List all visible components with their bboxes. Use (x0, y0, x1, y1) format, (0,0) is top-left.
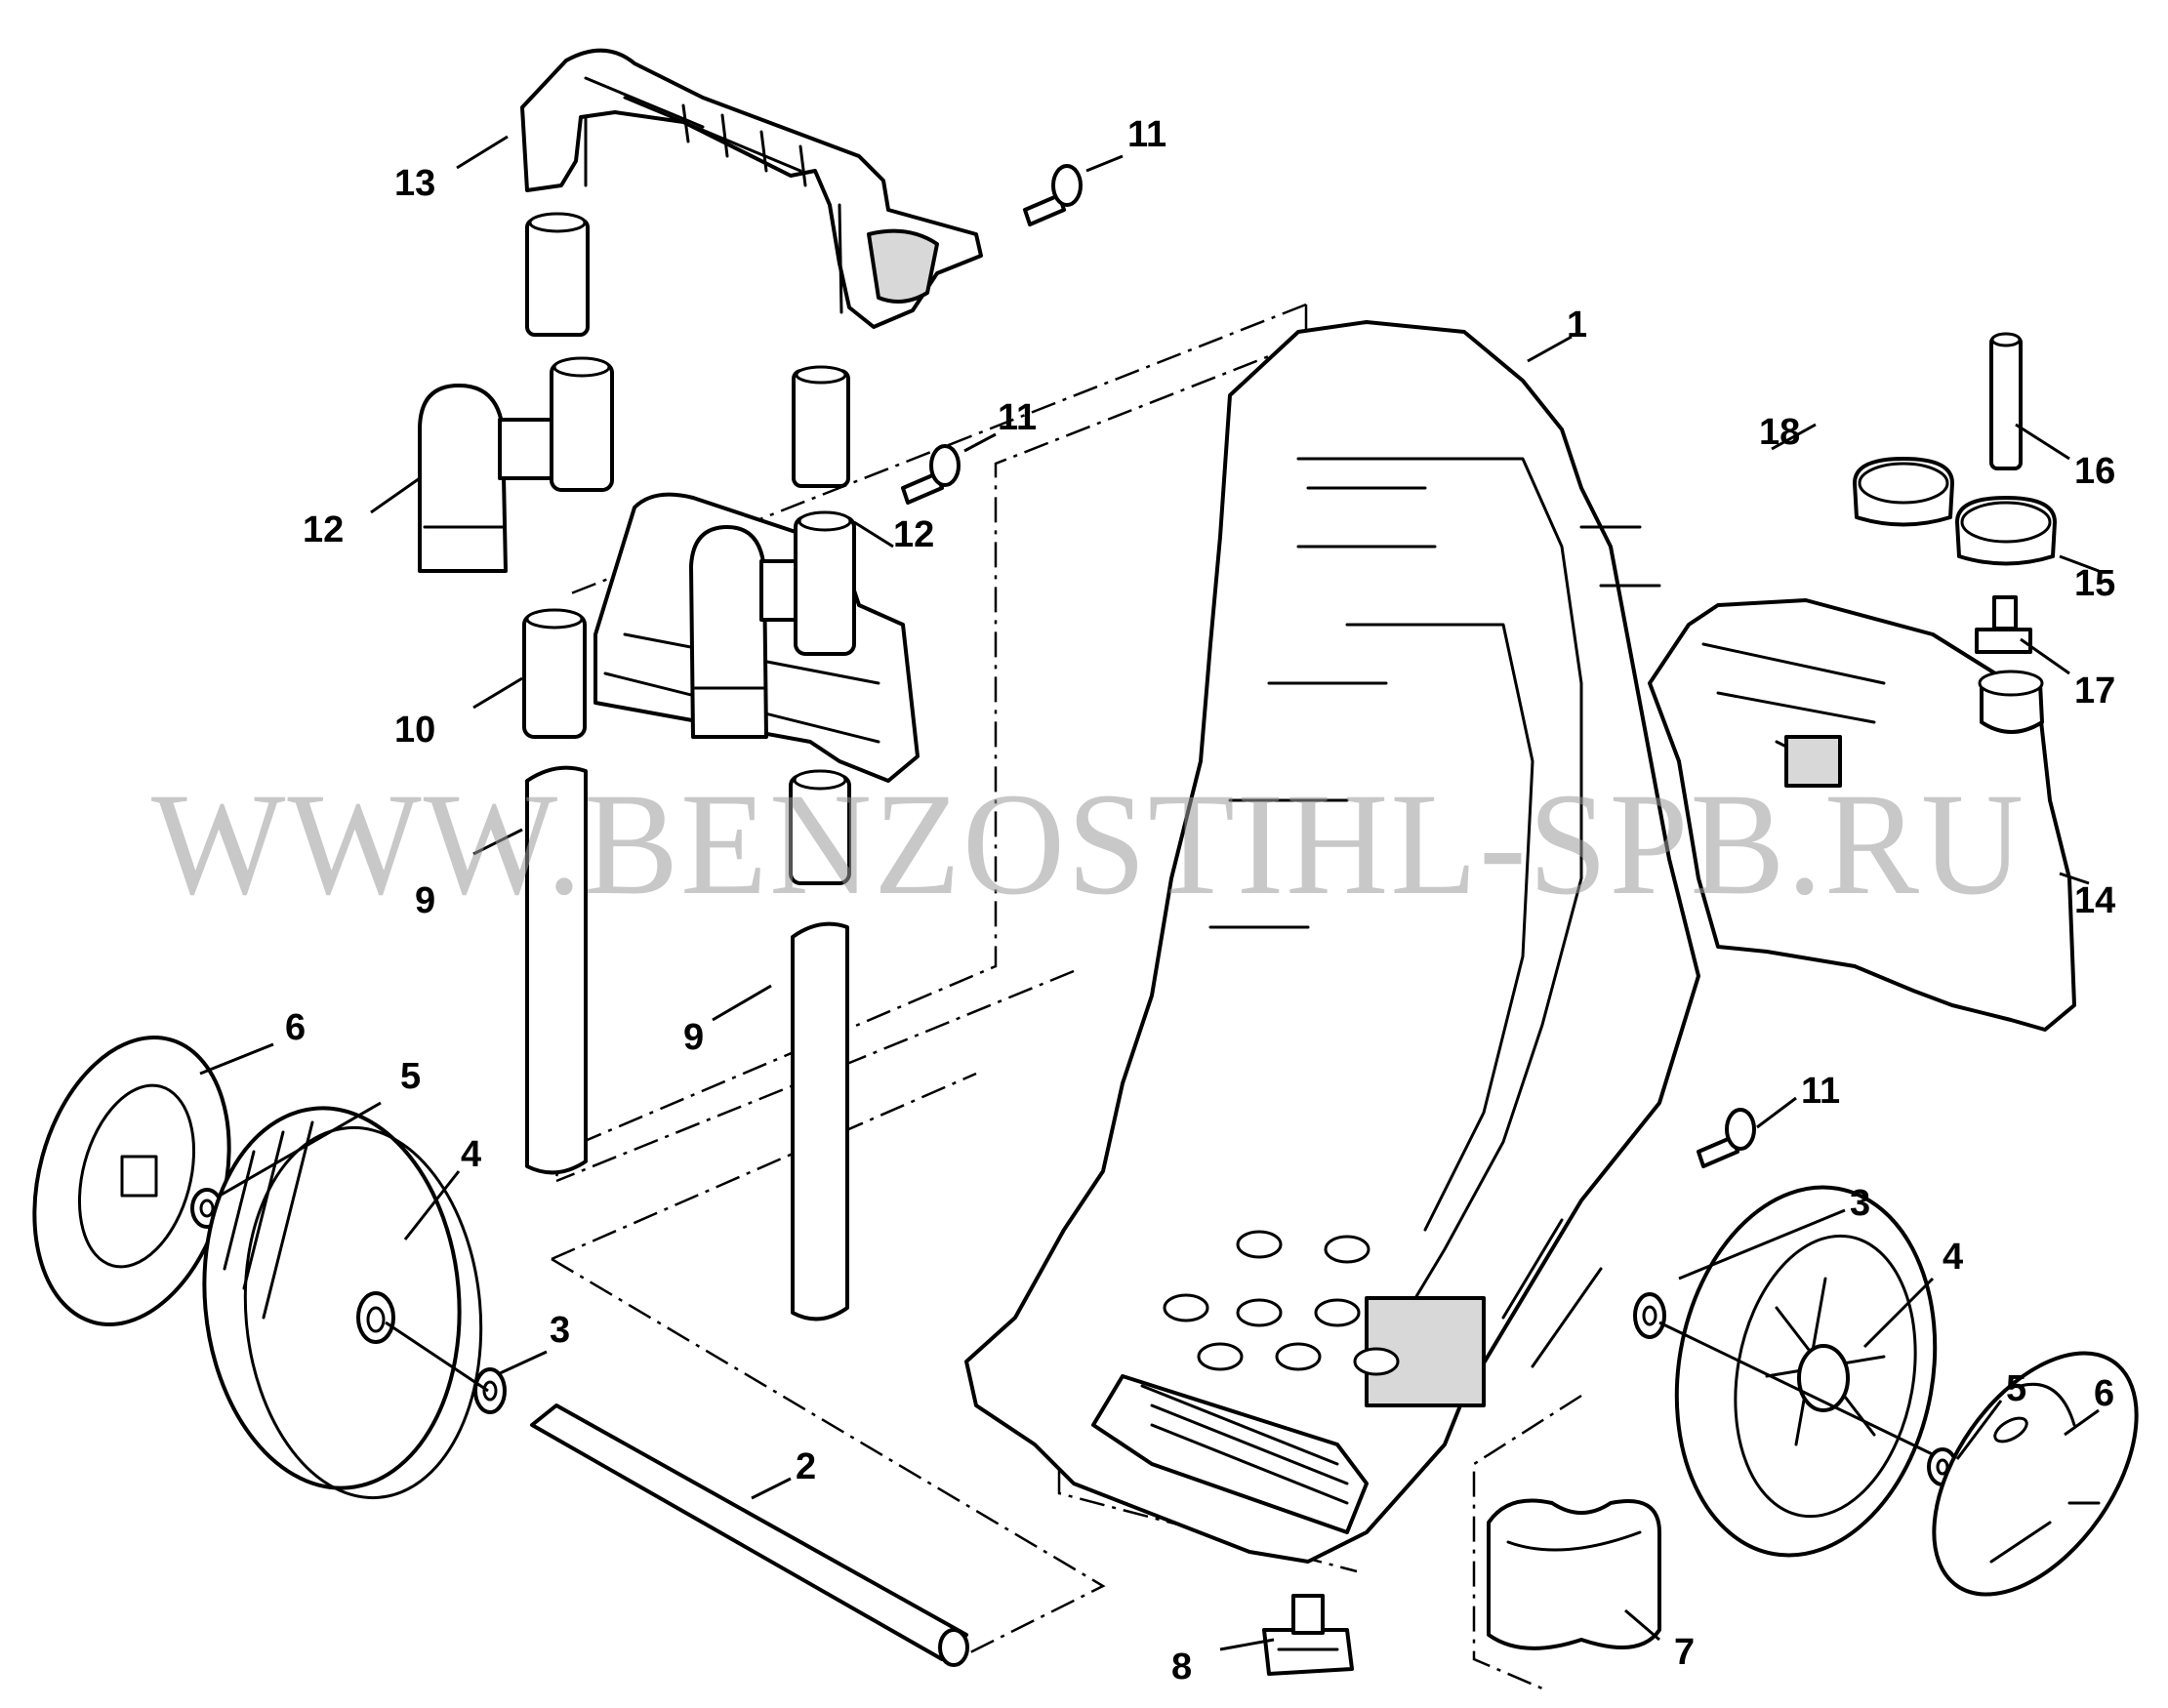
axle (530, 1403, 969, 1667)
callout-6-left: 6 (285, 1007, 306, 1048)
cord-hook-left (418, 356, 614, 573)
axle-guide-left (385, 1321, 489, 1393)
wheel-left (202, 1106, 483, 1500)
callout-4-left: 4 (461, 1134, 481, 1175)
callout-5-right: 5 (2006, 1368, 2026, 1409)
callout-11-middle: 11 (998, 397, 1037, 438)
washer-3-left (473, 1367, 507, 1414)
callout-11-top: 11 (1127, 114, 1166, 155)
side-cover (1648, 598, 2076, 1032)
wheel-right (1674, 1185, 1938, 1558)
watermark: WWW.BENZOSTIHL-SPB.RU (151, 763, 2025, 925)
callout-11-right: 11 (1801, 1071, 1840, 1112)
axle-guide-right (1658, 1321, 1943, 1461)
callout-1: 1 (1567, 305, 1587, 346)
callout-13: 13 (394, 163, 435, 204)
screw-11-top (1023, 164, 1083, 226)
washer-3-right (1633, 1292, 1666, 1339)
callout-3-right: 3 (1850, 1183, 1870, 1224)
hose-holder (1487, 1498, 1661, 1650)
callout-leaders (199, 135, 2100, 1651)
frame-tube-left (525, 765, 588, 1175)
tube-socket-left (522, 608, 587, 739)
callout-12-left: 12 (303, 509, 344, 550)
callout-16: 16 (2074, 451, 2115, 492)
tube-16 (1989, 332, 2023, 470)
callout-2: 2 (796, 1446, 816, 1487)
handle-tube-left-upper (525, 212, 590, 337)
screw-11-middle (901, 444, 961, 505)
fitting-17 (1975, 595, 2032, 654)
callout-7: 7 (1674, 1632, 1695, 1673)
callout-18: 18 (1759, 412, 1800, 453)
callout-12-right: 12 (893, 514, 934, 555)
callout-3-left: 3 (550, 1310, 570, 1351)
tube-socket-right (789, 769, 851, 885)
callout-10: 10 (394, 710, 435, 751)
handle-tube-right-upper (792, 365, 850, 488)
wheel-cap-right (1932, 1351, 2139, 1597)
screw-11-right (1697, 1108, 1756, 1168)
callout-15: 15 (2074, 563, 2115, 604)
callouts: 13 11 11 12 12 10 9 9 1 18 16 15 17 14 1… (285, 114, 2115, 1688)
callout-9-right: 9 (683, 1017, 704, 1058)
cap-18 (1853, 457, 1954, 527)
callout-14: 14 (2074, 880, 2115, 921)
callout-4-right: 4 (1943, 1237, 1963, 1278)
housing (964, 320, 1700, 1564)
callout-5-left: 5 (400, 1056, 421, 1097)
crossbar-bracket (593, 492, 920, 783)
handle-bar (520, 48, 983, 329)
callout-17: 17 (2074, 671, 2115, 712)
cap-15 (1955, 496, 2057, 566)
callout-9-left: 9 (415, 880, 435, 921)
callout-8: 8 (1171, 1647, 1192, 1688)
frame-tube-right (791, 921, 849, 1322)
foot (1262, 1594, 1354, 1676)
callout-6-right: 6 (2094, 1373, 2114, 1414)
